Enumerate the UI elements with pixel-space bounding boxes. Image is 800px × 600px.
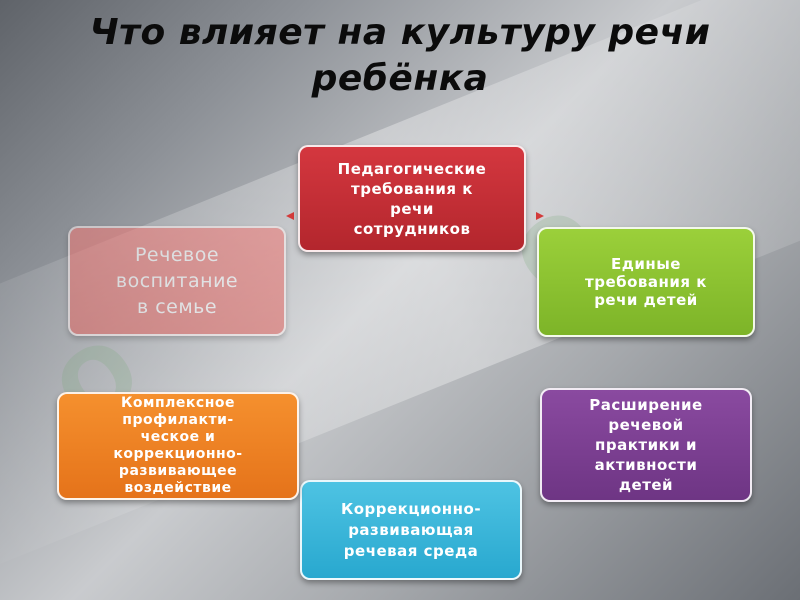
title-line-2: ребёнка <box>311 58 489 99</box>
node-unified-requirements: Единые требования к речи детей <box>537 227 755 337</box>
node-label: сотрудников <box>353 219 471 238</box>
node-complex-impact: Комплексное профилакти- ческое и коррекц… <box>57 392 299 500</box>
node-label: Коррекционно- <box>340 499 482 518</box>
node-label: развивающее <box>118 463 238 479</box>
node-label: воздействие <box>124 480 232 496</box>
node-speech-environment: Коррекционно- развивающая речевая среда <box>300 480 522 580</box>
node-label: Единые <box>611 255 681 273</box>
node-pedagogical-requirements: Педагогические требования к речи сотрудн… <box>298 145 526 252</box>
arrow-icon <box>536 212 544 220</box>
node-label: практики и <box>594 436 698 454</box>
node-label: Расширение <box>589 396 703 414</box>
node-label: требования к <box>351 179 473 198</box>
node-label: детей <box>618 476 674 494</box>
slide-title: Что влияет на культуру речи ребёнка <box>40 10 760 102</box>
node-label: Речевое <box>134 244 220 266</box>
node-label: коррекционно- <box>113 446 243 462</box>
node-label: Педагогические <box>337 159 487 178</box>
node-label: требования к <box>585 273 707 291</box>
node-label: профилакти- <box>122 412 234 428</box>
arrow-icon <box>286 212 294 220</box>
node-label: ческое и <box>140 429 216 445</box>
node-label: в семье <box>136 296 218 318</box>
node-family-upbringing: Речевое воспитание в семье <box>68 226 286 336</box>
node-label: речи <box>390 199 434 218</box>
node-label: развивающая <box>348 520 474 539</box>
node-label: активности <box>594 456 698 474</box>
title-line-1: Что влияет на культуру речи <box>89 12 711 53</box>
node-label: речевой <box>608 416 684 434</box>
node-label: речевая среда <box>343 541 479 560</box>
node-label: речи детей <box>594 291 698 309</box>
node-label: воспитание <box>115 270 239 292</box>
node-label: Комплексное <box>120 395 235 411</box>
node-speech-practice: Расширение речевой практики и активности… <box>540 388 752 502</box>
